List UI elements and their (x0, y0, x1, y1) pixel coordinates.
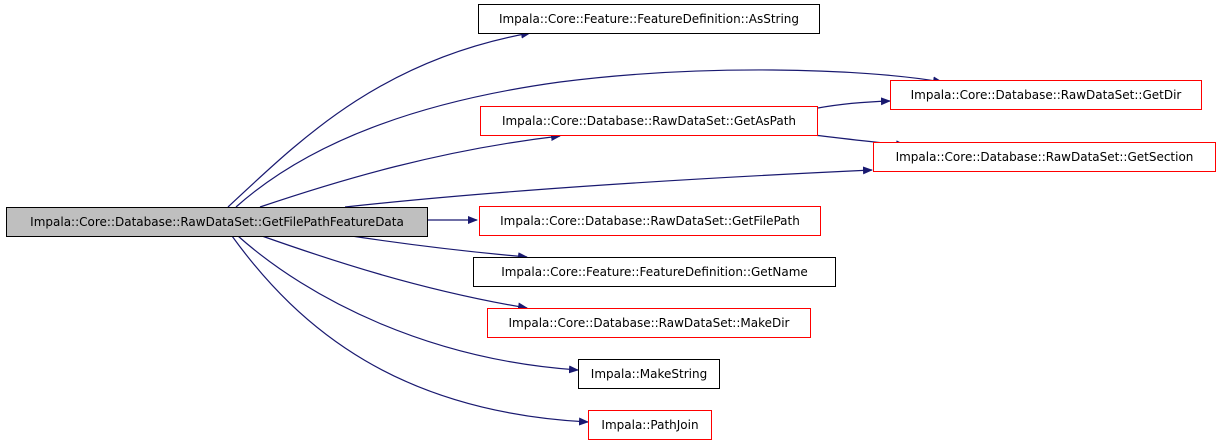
node-rawdataset-getaspath[interactable]: Impala::Core::Database::RawDataSet::GetA… (480, 106, 818, 136)
node-rawdataset-getsection[interactable]: Impala::Core::Database::RawDataSet::GetS… (873, 142, 1216, 172)
node-featuredefinition-getname[interactable]: Impala::Core::Feature::FeatureDefinition… (473, 257, 836, 287)
node-rawdataset-getfilepath[interactable]: Impala::Core::Database::RawDataSet::GetF… (479, 206, 821, 236)
edge-root-getdir (235, 69, 943, 208)
edge-root-getname (344, 234, 528, 261)
edge-root-getsection (344, 166, 873, 208)
node-root-getfilepathfeaturedata[interactable]: Impala::Core::Database::RawDataSet::GetF… (6, 207, 428, 237)
node-featuredefinition-asstring[interactable]: Impala::Core::Feature::FeatureDefinition… (478, 4, 820, 34)
edge-root-asstring (227, 30, 531, 208)
edge-root-pathjoin (231, 235, 589, 426)
node-rawdataset-makedir[interactable]: Impala::Core::Database::RawDataSet::Make… (487, 308, 811, 338)
node-pathjoin[interactable]: Impala::PathJoin (588, 410, 712, 440)
edge-root-getaspath (259, 133, 561, 208)
edge-root-makestring (237, 235, 579, 374)
edge-root-makedir (261, 235, 528, 311)
edge-getaspath-getdir (817, 97, 891, 109)
node-rawdataset-getdir[interactable]: Impala::Core::Database::RawDataSet::GetD… (890, 80, 1202, 110)
node-makestring[interactable]: Impala::MakeString (578, 359, 720, 389)
